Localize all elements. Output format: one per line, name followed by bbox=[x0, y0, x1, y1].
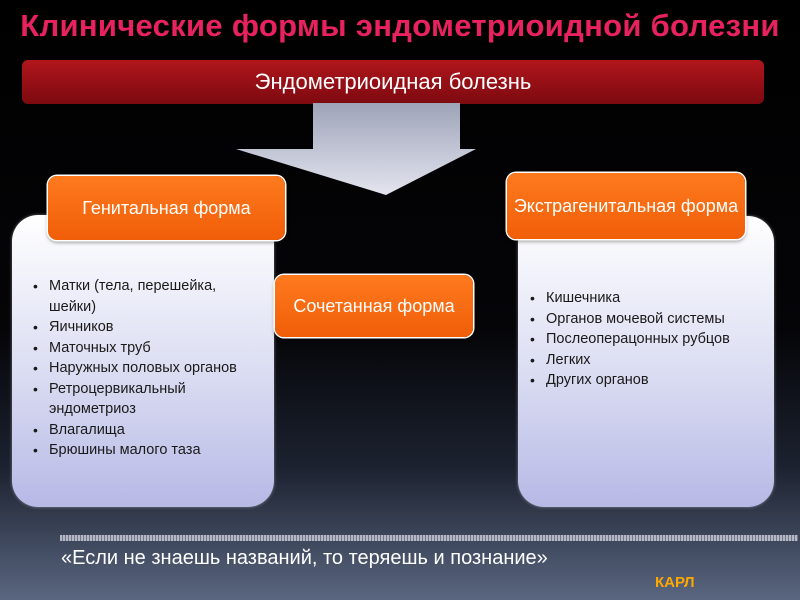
list-item-text: Влагалища bbox=[49, 421, 125, 438]
extragenital-panel bbox=[518, 216, 774, 507]
slide-title: Клинические формы эндометриоидной болезн… bbox=[20, 8, 780, 43]
list-item-text: Наружных половых органов bbox=[49, 360, 237, 376]
genital-form-label: Генитальная форма bbox=[48, 176, 285, 240]
extragenital-list: • Кишечника • Органов мочевой системы • Пос… bbox=[527, 288, 749, 391]
list-item: • Других органов bbox=[527, 370, 749, 391]
list-item: • Наружных половых органов bbox=[30, 358, 266, 379]
list-item-text: Маточных труб bbox=[49, 339, 151, 356]
bullet-icon: • bbox=[530, 310, 535, 327]
extragenital-form-text: Экстрагенитальная форма bbox=[513, 196, 739, 216]
list-item-text: Органов мочевой системы bbox=[546, 310, 725, 327]
bullet-icon: • bbox=[530, 372, 535, 388]
bullet-icon: • bbox=[530, 290, 535, 306]
list-item: • Легких bbox=[527, 350, 749, 371]
list-item-text: Легких bbox=[546, 351, 591, 368]
list-item-text: Матки (тела, перешейка, шейки) bbox=[49, 278, 217, 315]
list-item-text: Послеоперацонных рубцов bbox=[546, 331, 730, 347]
down-arrow-icon bbox=[236, 103, 476, 195]
list-item-text: Ретроцервикальный эндометриоз bbox=[49, 380, 186, 418]
genital-list: • Матки (тела, перешейка, шейки) • Яичнико… bbox=[30, 276, 266, 461]
bullet-icon: • bbox=[530, 331, 535, 347]
bullet-icon: • bbox=[33, 380, 38, 397]
genital-panel bbox=[12, 215, 274, 507]
list-item: • Послеоперацонных рубцов bbox=[527, 329, 749, 350]
list-item: • Органов мочевой системы bbox=[527, 309, 749, 330]
banner-label: Эндометриоидная болезнь bbox=[254, 69, 532, 94]
top-banner bbox=[22, 60, 764, 104]
list-item: • Влагалища bbox=[30, 420, 266, 441]
combined-form-label: Сочетанная форма bbox=[275, 275, 473, 337]
list-item-text: Кишечника bbox=[546, 290, 621, 306]
extragenital-form-label: Экстрагенитальная форма bbox=[507, 173, 745, 239]
bullet-icon: • bbox=[33, 421, 38, 438]
list-item: • Кишечника bbox=[527, 288, 749, 309]
combined-form-text: Сочетанная форма bbox=[293, 296, 455, 316]
list-item: • Брюшины малого таза bbox=[30, 440, 266, 461]
list-item: • Матки (тела, перешейка, шейки) bbox=[30, 276, 266, 317]
list-item-text: Яичников bbox=[49, 319, 114, 335]
list-item: • Ретроцервикальный эндометриоз bbox=[30, 379, 266, 420]
list-item-text: Других органов bbox=[546, 372, 649, 388]
quote-author: КАРЛ bbox=[655, 574, 695, 591]
list-item: • Маточных труб bbox=[30, 338, 266, 359]
bullet-icon: • bbox=[33, 339, 38, 356]
bullet-icon: • bbox=[33, 442, 38, 458]
bullet-icon: • bbox=[530, 351, 535, 368]
list-item-text: Брюшины малого таза bbox=[49, 442, 201, 458]
bullet-icon: • bbox=[33, 319, 38, 335]
quote-text: «Если не знаешь названий, то теряешь и п… bbox=[61, 547, 548, 569]
list-item: • Яичников bbox=[30, 317, 266, 338]
bullet-icon: • bbox=[33, 360, 38, 376]
bullet-icon: • bbox=[33, 278, 38, 294]
divider bbox=[60, 535, 798, 541]
